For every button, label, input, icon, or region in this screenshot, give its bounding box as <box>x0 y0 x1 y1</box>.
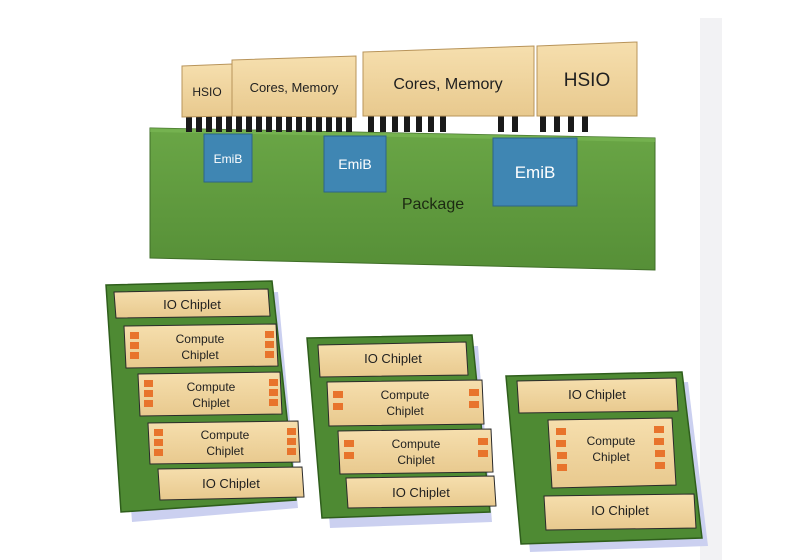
chiplet-label: IO Chiplet <box>392 485 450 500</box>
emib-bridge-2: EmiB <box>323 135 387 193</box>
micro-bump <box>256 116 262 132</box>
micro-bump <box>286 116 292 132</box>
die-label: HSIO <box>192 85 221 99</box>
die-label: HSIO <box>564 70 610 91</box>
chiplet-label: IO Chiplet <box>591 503 649 518</box>
micro-bump <box>392 116 398 132</box>
micro-bump <box>416 116 422 132</box>
die-label: Cores, Memory <box>250 80 339 95</box>
micro-bump <box>316 116 322 132</box>
io-chiplet: IO Chiplet <box>317 341 469 378</box>
micro-bump <box>336 116 342 132</box>
chiplet-label: IO Chiplet <box>364 351 422 366</box>
micro-bump <box>276 116 282 132</box>
background-strip <box>700 18 722 560</box>
micro-bump <box>206 116 212 132</box>
micro-bump <box>236 116 242 132</box>
io-chiplet: IO Chiplet <box>543 493 697 531</box>
die-hsio-left: HSIO <box>181 63 233 118</box>
micro-bump <box>246 116 252 132</box>
micro-bump <box>266 116 272 132</box>
micro-bump <box>226 116 232 132</box>
io-chiplet: IO Chiplet <box>516 377 679 414</box>
micro-bump <box>554 116 560 132</box>
micro-bump <box>368 116 374 132</box>
die-cores-memory-left: Cores, Memory <box>231 55 357 118</box>
chiplet-label: IO Chiplet <box>568 387 626 402</box>
micro-bump <box>428 116 434 132</box>
micro-bump <box>582 116 588 132</box>
micro-bumps <box>186 116 588 132</box>
emib-label: EmiB <box>515 163 556 182</box>
micro-bump <box>346 116 352 132</box>
micro-bump <box>540 116 546 132</box>
micro-bump <box>498 116 504 132</box>
micro-bump <box>216 116 222 132</box>
side-view-diagram: Package EmiB EmiB EmiB HSIO Cores, Memor… <box>149 41 656 271</box>
io-chiplet: IO Chiplet <box>113 288 271 319</box>
micro-bump <box>296 116 302 132</box>
micro-bump <box>186 116 192 132</box>
emib-label: EmiB <box>338 156 371 172</box>
die-label: Cores, Memory <box>393 76 502 93</box>
micro-bump <box>440 116 446 132</box>
io-chiplet: IO Chiplet <box>345 475 497 509</box>
die-cores-memory-right: Cores, Memory <box>362 45 535 117</box>
micro-bump <box>380 116 386 132</box>
micro-bump <box>306 116 312 132</box>
micro-bump <box>326 116 332 132</box>
package-label: Package <box>402 196 464 213</box>
micro-bump <box>196 116 202 132</box>
emib-bridge-1: EmiB <box>203 133 253 183</box>
micro-bump <box>404 116 410 132</box>
chiplet-label: IO Chiplet <box>163 297 221 312</box>
emib-label: EmiB <box>214 152 243 166</box>
micro-bump <box>512 116 518 132</box>
io-chiplet: IO Chiplet <box>157 466 305 501</box>
chiplet-label: IO Chiplet <box>202 476 260 491</box>
die-hsio-right: HSIO <box>536 41 638 117</box>
micro-bump <box>568 116 574 132</box>
emib-bridge-3: EmiB <box>492 137 578 207</box>
